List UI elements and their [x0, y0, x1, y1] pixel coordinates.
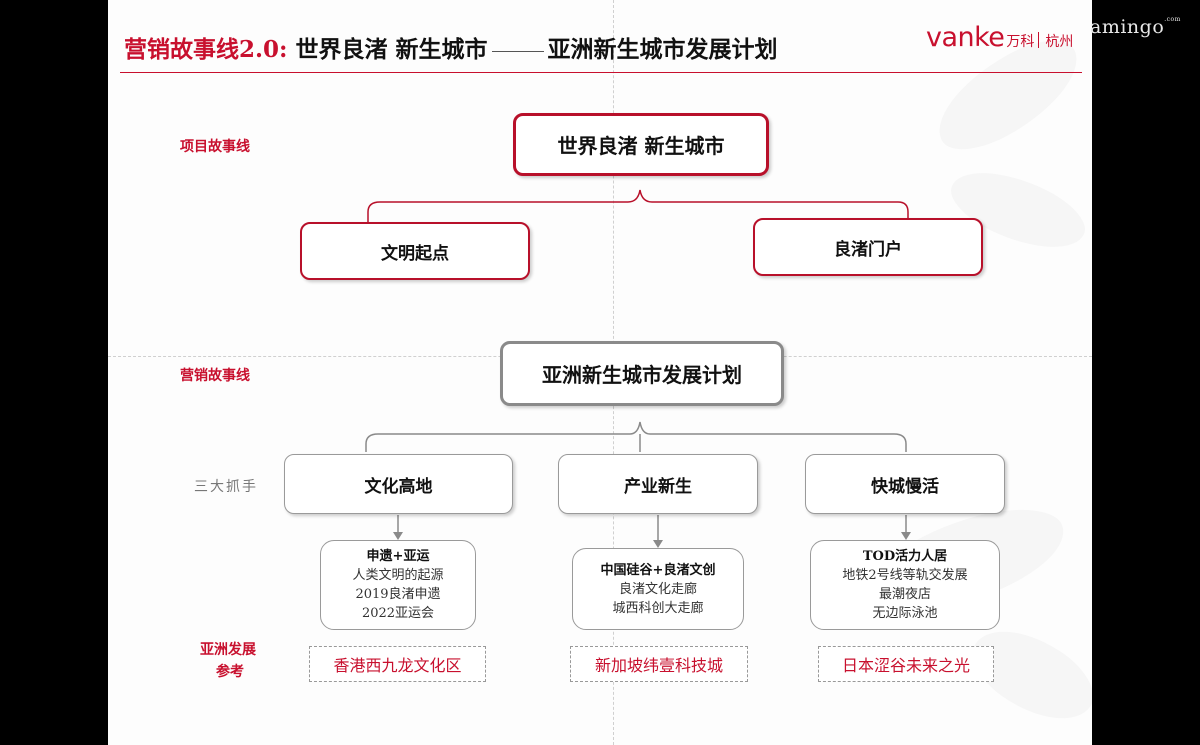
title-prefix: 营销故事线2.0:: [124, 36, 288, 63]
reference-living: 日本涩谷未来之光: [818, 646, 994, 682]
logo-separator: [1038, 32, 1040, 48]
reference-industry: 新加坡纬壹科技城: [570, 646, 748, 682]
detail-line: 2019良渚申遗: [355, 587, 441, 602]
detail-line: 城西科创大走廊: [612, 600, 704, 616]
label-asia-ref-2: 参考: [216, 664, 244, 680]
marketing-bracket: [365, 421, 907, 452]
watermark-text: amingo.com: [1090, 16, 1181, 38]
pillar-node-culture: 文化高地: [284, 454, 513, 514]
label-project-storyline: 项目故事线: [180, 139, 250, 155]
detail-heading: 申遗+亚运: [366, 549, 430, 564]
marketing-root-node: 亚洲新生城市发展计划: [500, 341, 784, 406]
detail-card-industry: 中国硅谷+良渚文创 良渚文化走廊 城西科创大走廊: [572, 548, 744, 630]
detail-line: 良渚文化走廊: [618, 581, 697, 597]
detail-line: 人类文明的起源: [352, 568, 444, 583]
detail-line: 最潮夜店: [878, 587, 931, 602]
arrow-head-3: [901, 532, 911, 540]
label-three-levers: 三大抓手: [194, 479, 258, 495]
arrow-head-1: [393, 532, 403, 540]
project-bracket: [367, 189, 909, 222]
label-asia-ref-1: 亚洲发展: [200, 642, 256, 658]
detail-line: 2022亚运会: [361, 606, 435, 621]
reference-culture: 香港西九龙文化区: [309, 646, 486, 682]
detail-card-culture: 申遗+亚运 人类文明的起源 2019良渚申遗 2022亚运会: [320, 540, 476, 630]
detail-line: 地铁2号线等轨交发展: [842, 568, 968, 583]
watermark-label: amingo: [1090, 16, 1165, 38]
label-marketing-storyline: 营销故事线: [180, 368, 250, 384]
detail-line: 无边际泳池: [872, 606, 938, 621]
title-part1: 世界良渚 新生城市: [295, 36, 488, 63]
project-root-node: 世界良渚 新生城市: [513, 113, 769, 176]
header-rule: [120, 72, 1082, 73]
pillar-node-living: 快城慢活: [805, 454, 1005, 514]
title-dash: [491, 50, 544, 52]
pillar-node-industry: 产业新生: [558, 454, 758, 514]
logo-cn: 万科: [1006, 34, 1035, 50]
arrow-head-2: [653, 540, 663, 548]
project-node-left: 文明起点: [300, 222, 530, 280]
detail-heading: TOD活力人居: [862, 549, 948, 564]
page-title: 营销故事线2.0: 世界良渚 新生城市 亚洲新生城市发展计划: [124, 30, 778, 64]
logo-city: 杭州: [1045, 34, 1074, 50]
logo-brand: vanke: [926, 22, 1005, 53]
detail-heading: 中国硅谷+良渚文创: [600, 562, 716, 578]
detail-card-living: TOD活力人居 地铁2号线等轨交发展 最潮夜店 无边际泳池: [810, 540, 1000, 630]
title-part2: 亚洲新生城市发展计划: [547, 36, 778, 63]
project-node-right: 良渚门户: [753, 218, 983, 276]
connector-lines: [365, 189, 911, 548]
right-dark-panel: [1092, 0, 1200, 745]
